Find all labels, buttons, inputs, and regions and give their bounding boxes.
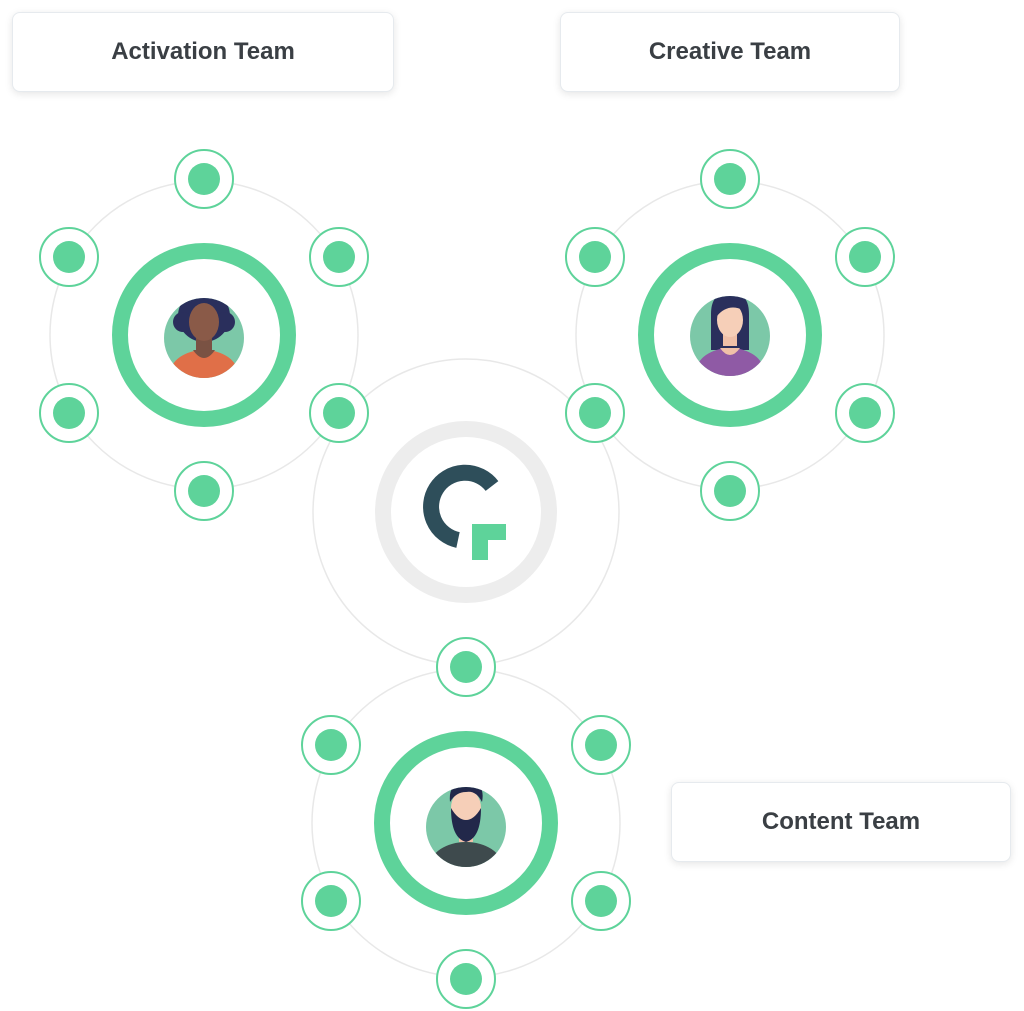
content-member bbox=[374, 731, 558, 915]
hub bbox=[375, 421, 557, 603]
creative-satellite-node-5 bbox=[565, 383, 625, 443]
creative-satellite-node-1 bbox=[700, 149, 760, 209]
man-beard-avatar-icon bbox=[426, 787, 506, 867]
creative-satellite-node-4 bbox=[700, 461, 760, 521]
satellite-nodes bbox=[39, 149, 895, 1009]
creative-member bbox=[638, 243, 822, 427]
activation-team-label: Activation Team bbox=[12, 12, 394, 92]
creative-satellite-node-3 bbox=[835, 383, 895, 443]
content-satellite-node-6 bbox=[301, 715, 361, 775]
activation-satellite-node-5 bbox=[39, 383, 99, 443]
activation-satellite-node-6 bbox=[39, 227, 99, 287]
activation-satellite-node-3 bbox=[309, 383, 369, 443]
company-logo-icon bbox=[423, 464, 506, 560]
woman-long-hair-avatar-icon bbox=[690, 296, 770, 376]
woman-curly-hair-avatar-icon bbox=[164, 298, 244, 378]
activation-member bbox=[112, 243, 296, 427]
creative-satellite-node-6 bbox=[565, 227, 625, 287]
hub-ring bbox=[375, 421, 557, 603]
content-satellite-node-4 bbox=[436, 949, 496, 1009]
content-satellite-node-2 bbox=[571, 715, 631, 775]
creative-satellite-node-2 bbox=[835, 227, 895, 287]
activation-satellite-node-2 bbox=[309, 227, 369, 287]
activation-satellite-node-1 bbox=[174, 149, 234, 209]
content-satellite-node-1 bbox=[436, 637, 496, 697]
creative-team-label: Creative Team bbox=[560, 12, 900, 92]
content-satellite-node-5 bbox=[301, 871, 361, 931]
content-team-label: Content Team bbox=[671, 782, 1011, 862]
activation-satellite-node-4 bbox=[174, 461, 234, 521]
content-satellite-node-3 bbox=[571, 871, 631, 931]
